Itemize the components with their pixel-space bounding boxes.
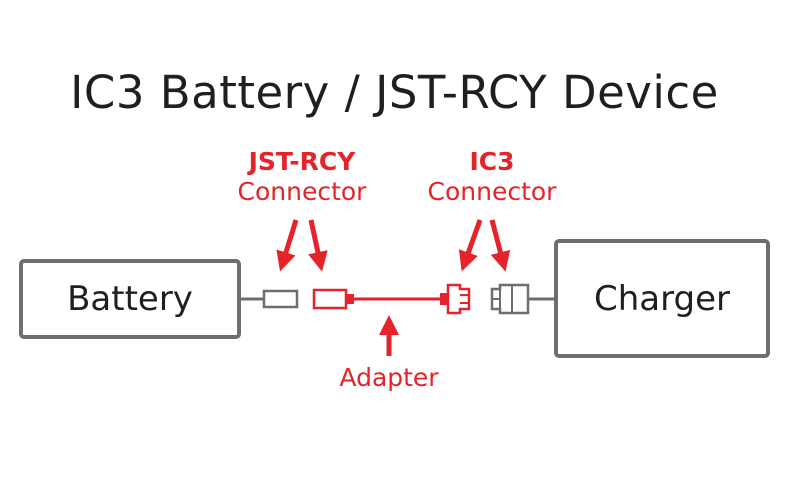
adapter-label: Adapter [339,363,439,392]
charger-box: Charger [554,239,770,358]
ic3-arrow-left [458,219,483,272]
jst-rcy-arrow-left [276,219,299,272]
page-title: IC3 Battery / JST-RCY Device [70,66,719,119]
ic3-connector-label: IC3 Connector [408,147,576,207]
jst-rcy-label-line2: Connector [237,177,367,206]
jst-rcy-label-line1: JST-RCY [248,147,356,176]
adapter-jst-rcy-boot [346,294,354,304]
adapter-ic3-boot [440,293,448,305]
charger-label: Charger [594,278,730,319]
ic3-arrow-right [489,219,511,272]
battery-label: Battery [67,279,193,319]
jst-rcy-connector-label: JST-RCY Connector [214,147,390,207]
adapter-ic3-end [446,283,471,315]
ic3-label-line2: Connector [427,177,557,206]
battery-jst-plug [262,289,299,309]
ic3-label-line1: IC3 [469,147,515,176]
adapter-jst-rcy-end [312,288,348,310]
jst-rcy-arrow-right [308,219,328,272]
battery-box: Battery [19,259,241,339]
